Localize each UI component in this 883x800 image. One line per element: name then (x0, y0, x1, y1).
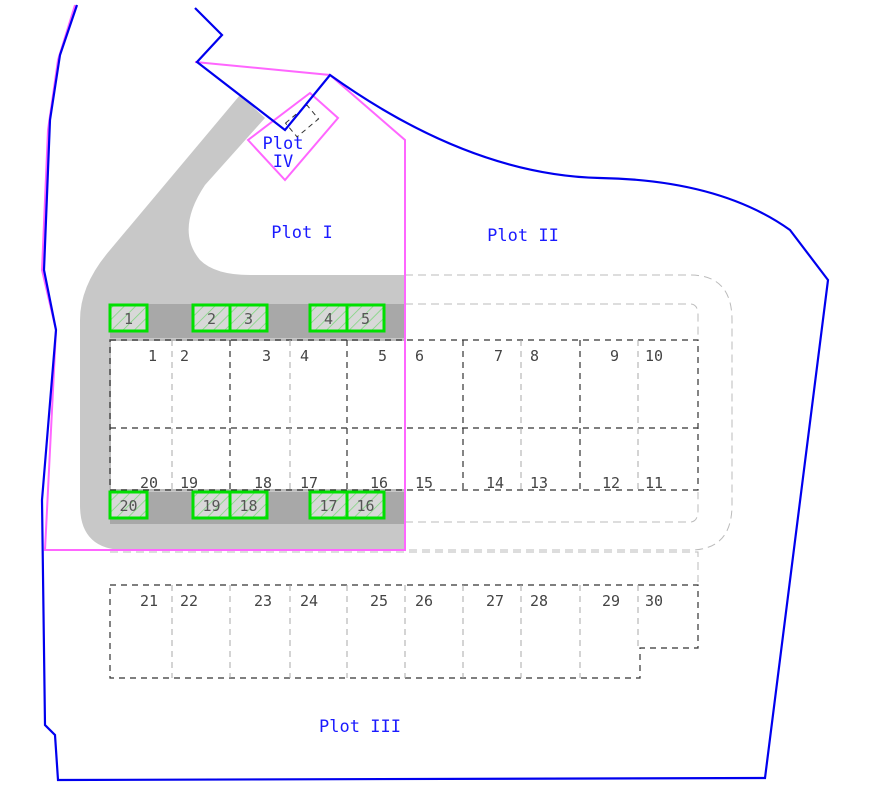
lot-number: 29 (602, 592, 620, 610)
lot-number: 4 (300, 347, 309, 365)
parking-stall-number: 5 (361, 310, 370, 328)
lot-number: 30 (645, 592, 663, 610)
lot-number: 25 (370, 592, 388, 610)
lot-number: 28 (530, 592, 548, 610)
lot-number: 23 (254, 592, 272, 610)
plot-ii-label: Plot II (487, 226, 559, 246)
lot-number: 12 (602, 474, 620, 492)
lot-number: 15 (415, 474, 433, 492)
lot-number: 24 (300, 592, 318, 610)
lot-number: 26 (415, 592, 433, 610)
lot-number: 16 (370, 474, 388, 492)
plot-iv-label-line1: Plot (263, 134, 304, 154)
lot-subdivisions (171, 340, 639, 678)
lot-number: 3 (262, 347, 271, 365)
parking-stall-number: 19 (202, 497, 220, 515)
parking-stall-number: 4 (324, 310, 333, 328)
site-boundary (40, 4, 830, 782)
plot-iii-label: Plot III (319, 717, 401, 737)
lot-number: 19 (180, 474, 198, 492)
lot-number: 5 (378, 347, 387, 365)
lot-number: 7 (494, 347, 503, 365)
parking-stall-number: 2 (207, 310, 216, 328)
lot-number: 10 (645, 347, 663, 365)
parking-stall-number: 17 (319, 497, 337, 515)
lot-number: 11 (645, 474, 663, 492)
parking-stall-number: 18 (239, 497, 257, 515)
parking-stall[interactable]: 5 (345, 303, 386, 333)
lot-number: 9 (610, 347, 619, 365)
parking-stall[interactable]: 19 (191, 490, 232, 520)
lot-number: 22 (180, 592, 198, 610)
parking-stall[interactable]: 2 (191, 303, 232, 333)
future-parking-outline (110, 303, 699, 582)
lot-number: 17 (300, 474, 318, 492)
lot-number: 8 (530, 347, 539, 365)
parking-stall[interactable]: 18 (228, 490, 269, 520)
parking-stall[interactable]: 17 (308, 490, 349, 520)
lot-number: 13 (530, 474, 548, 492)
lot-number: 6 (415, 347, 424, 365)
lot-number: 20 (140, 474, 158, 492)
lot-number: 14 (486, 474, 504, 492)
parking-stall-number: 1 (124, 310, 133, 328)
lot-number: 1 (148, 347, 157, 365)
plot-iv-structure (284, 104, 320, 138)
lot-number: 27 (486, 592, 504, 610)
parking-stall-number: 20 (119, 497, 137, 515)
lot-number: 2 (180, 347, 189, 365)
plot-i-label: Plot I (271, 223, 332, 243)
parking-stall[interactable]: 1 (108, 303, 149, 333)
lot-number: 18 (254, 474, 272, 492)
parking-stall[interactable]: 16 (345, 490, 386, 520)
future-road-outline (405, 274, 733, 551)
lot-number: 21 (140, 592, 158, 610)
plot-iv-label-line2: IV (273, 152, 293, 172)
parking-stall[interactable]: 3 (228, 303, 269, 333)
parking-stall[interactable]: 4 (308, 303, 349, 333)
parking-stall-number: 16 (356, 497, 374, 515)
parking-stall-number: 3 (244, 310, 253, 328)
parking-stall[interactable]: 20 (108, 490, 149, 520)
